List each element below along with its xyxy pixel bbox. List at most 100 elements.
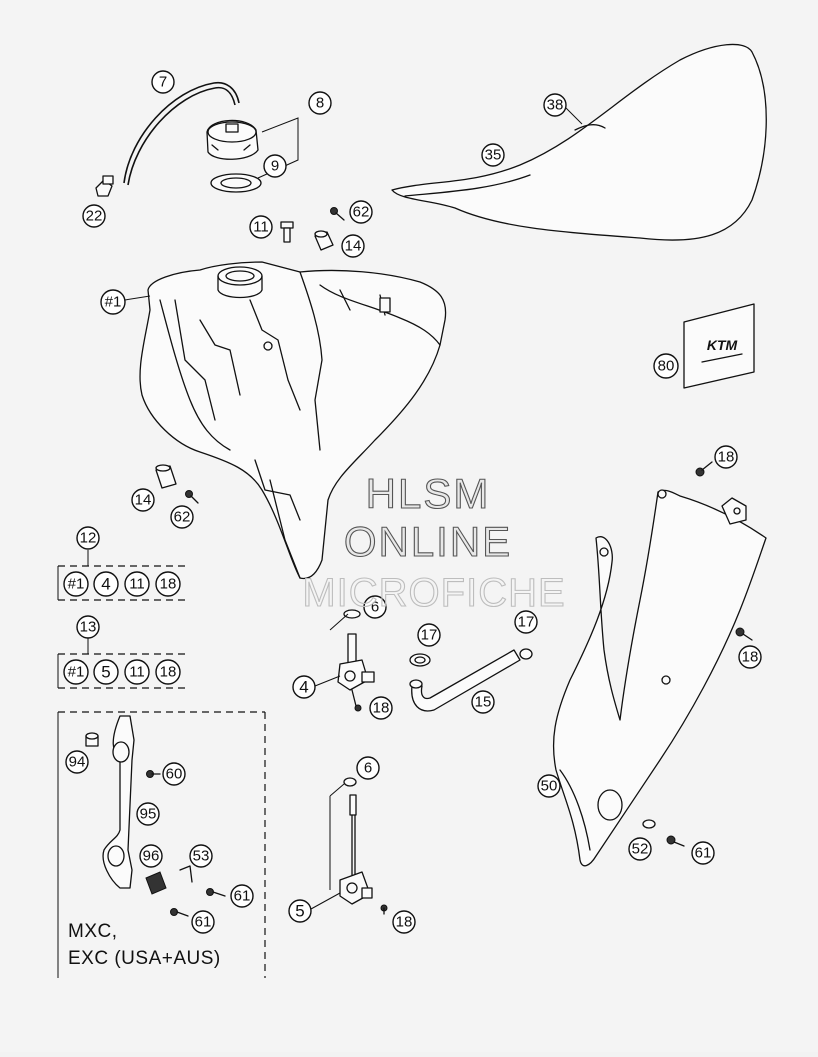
leader-38 <box>565 107 583 125</box>
svg-text:18: 18 <box>160 576 177 593</box>
callout-6b: 6 <box>356 756 380 780</box>
svg-text:17: 17 <box>421 627 438 644</box>
leader-5 <box>310 892 341 910</box>
ktm-logo-text: KTM <box>707 337 738 353</box>
callout-5: 5 <box>288 899 312 923</box>
washer-52 <box>642 819 656 829</box>
fuel-tap-5 <box>339 794 373 905</box>
callout-14b: 14 <box>131 488 155 512</box>
svg-text:11: 11 <box>253 219 269 236</box>
watermark-line-2: ONLINE <box>344 518 512 565</box>
svg-text:61: 61 <box>234 888 251 905</box>
leader-1 <box>124 295 151 301</box>
callout-9: 9 <box>263 154 287 178</box>
svg-text:6: 6 <box>371 599 379 616</box>
svg-text:62: 62 <box>174 509 191 526</box>
svg-text:80: 80 <box>658 358 675 375</box>
callout-17a: 17 <box>417 623 441 647</box>
bushing-14a <box>314 230 334 251</box>
breather-hose-7 <box>123 81 240 186</box>
callout-52: 52 <box>628 837 652 861</box>
callout-61b: 61 <box>191 910 215 934</box>
callout-38: 38 <box>543 93 567 117</box>
svg-text:18: 18 <box>742 649 759 666</box>
bolt-62b <box>185 490 199 504</box>
tank-spoiler-50 <box>552 489 767 867</box>
screw-18b <box>354 704 362 712</box>
callout-62b: 62 <box>170 505 194 529</box>
callout-94: 94 <box>65 750 89 774</box>
callout-96: 96 <box>139 844 163 868</box>
svg-text:60: 60 <box>166 766 183 783</box>
callout-labels: 7 8 9 22 38 35 11 62 14 #1 80 14 62 18 1… <box>63 70 762 934</box>
leader-4 <box>314 675 341 687</box>
callout-18d: 18 <box>392 910 416 934</box>
kit-13-bracket <box>57 638 186 689</box>
callout-11a: 11 <box>249 215 273 239</box>
inset-note-line-2: EXC (USA+AUS) <box>68 948 221 969</box>
inset-box <box>57 711 266 978</box>
svg-text:#1: #1 <box>105 294 122 311</box>
bolt-18a <box>695 461 713 477</box>
svg-text:#1: #1 <box>68 576 85 593</box>
svg-text:38: 38 <box>547 97 564 114</box>
svg-text:95: 95 <box>140 806 157 823</box>
screw-18d <box>380 904 388 915</box>
callout-18c: 18 <box>738 645 762 669</box>
svg-text:50: 50 <box>541 778 558 795</box>
callout-13: 13 <box>76 615 100 639</box>
svg-text:18: 18 <box>396 914 413 931</box>
svg-text:12: 12 <box>80 530 97 547</box>
callout-14a: 14 <box>341 234 365 258</box>
fuel-hose-15 <box>409 649 521 712</box>
svg-text:#1: #1 <box>68 664 85 681</box>
kit13-item-3: 11 <box>124 659 150 685</box>
svg-text:4: 4 <box>101 575 110 594</box>
callout-12: 12 <box>76 526 100 550</box>
svg-text:61: 61 <box>195 914 212 931</box>
screw-11 <box>280 221 294 243</box>
svg-text:53: 53 <box>193 848 210 865</box>
callout-6a: 6 <box>363 595 387 619</box>
watermark-line-1: HLSM <box>366 470 491 517</box>
callout-95: 95 <box>136 802 160 826</box>
o-ring-6a <box>329 609 361 631</box>
svg-text:11: 11 <box>129 576 145 593</box>
fuel-tank-1 <box>139 261 447 580</box>
hose-clamp-17a <box>409 653 431 667</box>
svg-text:18: 18 <box>718 449 735 466</box>
svg-text:4: 4 <box>299 678 308 697</box>
svg-text:13: 13 <box>80 619 97 636</box>
bolt-61a <box>206 888 226 897</box>
callout-53: 53 <box>189 844 213 868</box>
callout-61c: 61 <box>691 841 715 865</box>
svg-text:61: 61 <box>695 845 712 862</box>
watermark: HLSM ONLINE MICROFICHE <box>302 469 565 615</box>
svg-text:18: 18 <box>160 664 177 681</box>
kit-12-bracket <box>57 550 186 601</box>
kit12-item-2: 4 <box>93 571 119 597</box>
svg-text:62: 62 <box>353 204 370 221</box>
svg-text:35: 35 <box>485 147 502 164</box>
svg-text:7: 7 <box>159 74 167 91</box>
callout-61a: 61 <box>230 884 254 908</box>
bolt-18c <box>735 627 753 641</box>
bushing-14b <box>155 464 177 489</box>
fuel-cap-8 <box>206 119 259 160</box>
bolt-61b <box>170 908 189 917</box>
svg-text:8: 8 <box>316 95 324 112</box>
callout-62a: 62 <box>349 200 373 224</box>
kit13-item-2: 5 <box>93 659 119 685</box>
callout-60: 60 <box>162 762 186 786</box>
callout-50: 50 <box>537 774 561 798</box>
svg-text:6: 6 <box>364 760 372 777</box>
svg-text:9: 9 <box>271 158 279 175</box>
clip-96 <box>145 871 167 895</box>
kit13-item-4: 18 <box>155 659 181 685</box>
callout-7: 7 <box>151 70 175 94</box>
svg-text:14: 14 <box>135 492 152 509</box>
bolt-60 <box>146 770 161 778</box>
svg-text:96: 96 <box>143 848 160 865</box>
